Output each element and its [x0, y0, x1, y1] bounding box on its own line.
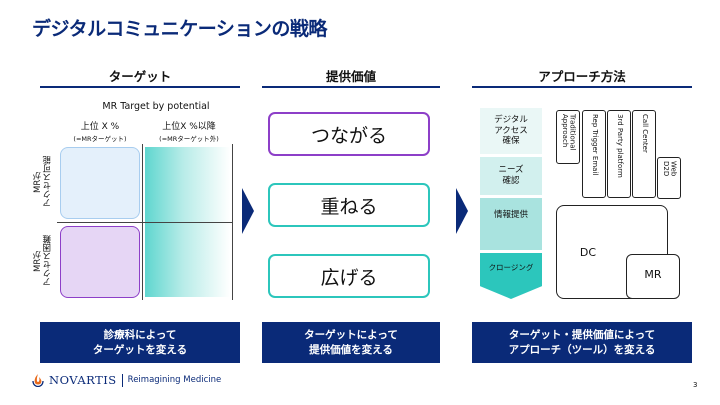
- target-chart-title: MR Target by potential: [102, 101, 210, 112]
- channel-label: Traditional Approach: [561, 114, 577, 151]
- channel-3rd-party-platform: 3rd Party platform: [607, 110, 631, 198]
- value-pill-connect: つながる: [268, 112, 430, 156]
- logo-tagline: Reimagining Medicine: [127, 375, 222, 385]
- channel-traditional-approach: Traditional Approach: [556, 110, 580, 164]
- top-x-note: (=MRターゲット): [73, 135, 127, 143]
- banner-approach-line1: ターゲット・提供価値によって: [508, 329, 656, 342]
- matrix-horizontal-divider: [57, 222, 233, 223]
- banner-value: ターゲットによって 提供価値を変える: [262, 322, 440, 363]
- step-information: 情報提供: [480, 198, 542, 250]
- slide-title: デジタルコミュニケーションの戦略: [32, 18, 327, 40]
- accessible-target-box: [60, 147, 140, 219]
- step-digital-access: デジタル アクセス 確保: [480, 108, 542, 154]
- column-heading-approach: アプローチ方法: [538, 69, 626, 84]
- beyond-x-note: (=MRターゲット外): [159, 135, 219, 143]
- banner-approach: ターゲット・提供価値によって アプローチ（ツール）を変える: [472, 322, 692, 363]
- channel-call-center: Call Center: [632, 110, 656, 198]
- novartis-logo: NOVARTIS Reimagining Medicine: [32, 373, 221, 387]
- banner-value-line1: ターゲットによって: [304, 329, 398, 342]
- banner-target-line1: 診療科によって: [103, 329, 177, 342]
- step-needs-check: ニーズ 確認: [480, 157, 542, 195]
- logo-wordmark: NOVARTIS: [49, 373, 117, 387]
- value-pill-layer: 重ねる: [268, 183, 430, 227]
- channel-label: Web D2D: [662, 161, 678, 177]
- banner-target-line2: ターゲットを変える: [92, 343, 188, 356]
- column-underline-target: [40, 86, 240, 88]
- column-heading-target: ターゲット: [108, 69, 172, 84]
- mr-label: MR: [644, 268, 662, 281]
- hard-to-access-target-box: [60, 226, 140, 298]
- page-number: 3: [693, 381, 698, 389]
- mr-box: [626, 254, 680, 299]
- value-pill-expand: 広げる: [268, 254, 430, 298]
- channel-label: Rep Trigger Email: [590, 114, 599, 176]
- channel-label: Call Center: [640, 114, 649, 153]
- matrix-vertical-divider: [142, 144, 143, 300]
- chevron-right-icon: [242, 188, 254, 234]
- column-heading-value: 提供価値: [325, 69, 376, 84]
- dc-label: DC: [579, 246, 597, 259]
- channel-web-d2d: Web D2D: [657, 157, 681, 199]
- column-underline-approach: [472, 86, 692, 88]
- banner-approach-line2: アプローチ（ツール）を変える: [508, 343, 656, 356]
- novartis-flame-icon: [32, 374, 44, 387]
- logo-separator: [121, 373, 123, 387]
- beyond-x-label: 上位X %以降: [162, 122, 216, 132]
- channel-label: 3rd Party platform: [615, 114, 624, 178]
- top-x-label: 上位 X %: [80, 122, 120, 132]
- column-underline-value: [262, 86, 440, 88]
- banner-value-line2: 提供価値を変える: [309, 343, 393, 356]
- chevron-right-icon: [456, 188, 468, 234]
- step-closing: クロージング: [480, 253, 542, 299]
- row-label-hard-access: MRが アクセス困難: [33, 235, 53, 287]
- banner-target: 診療科によって ターゲットを変える: [40, 322, 240, 363]
- row-label-accessible: MRが アクセス可能: [33, 156, 53, 208]
- channel-rep-trigger-email: Rep Trigger Email: [582, 110, 606, 198]
